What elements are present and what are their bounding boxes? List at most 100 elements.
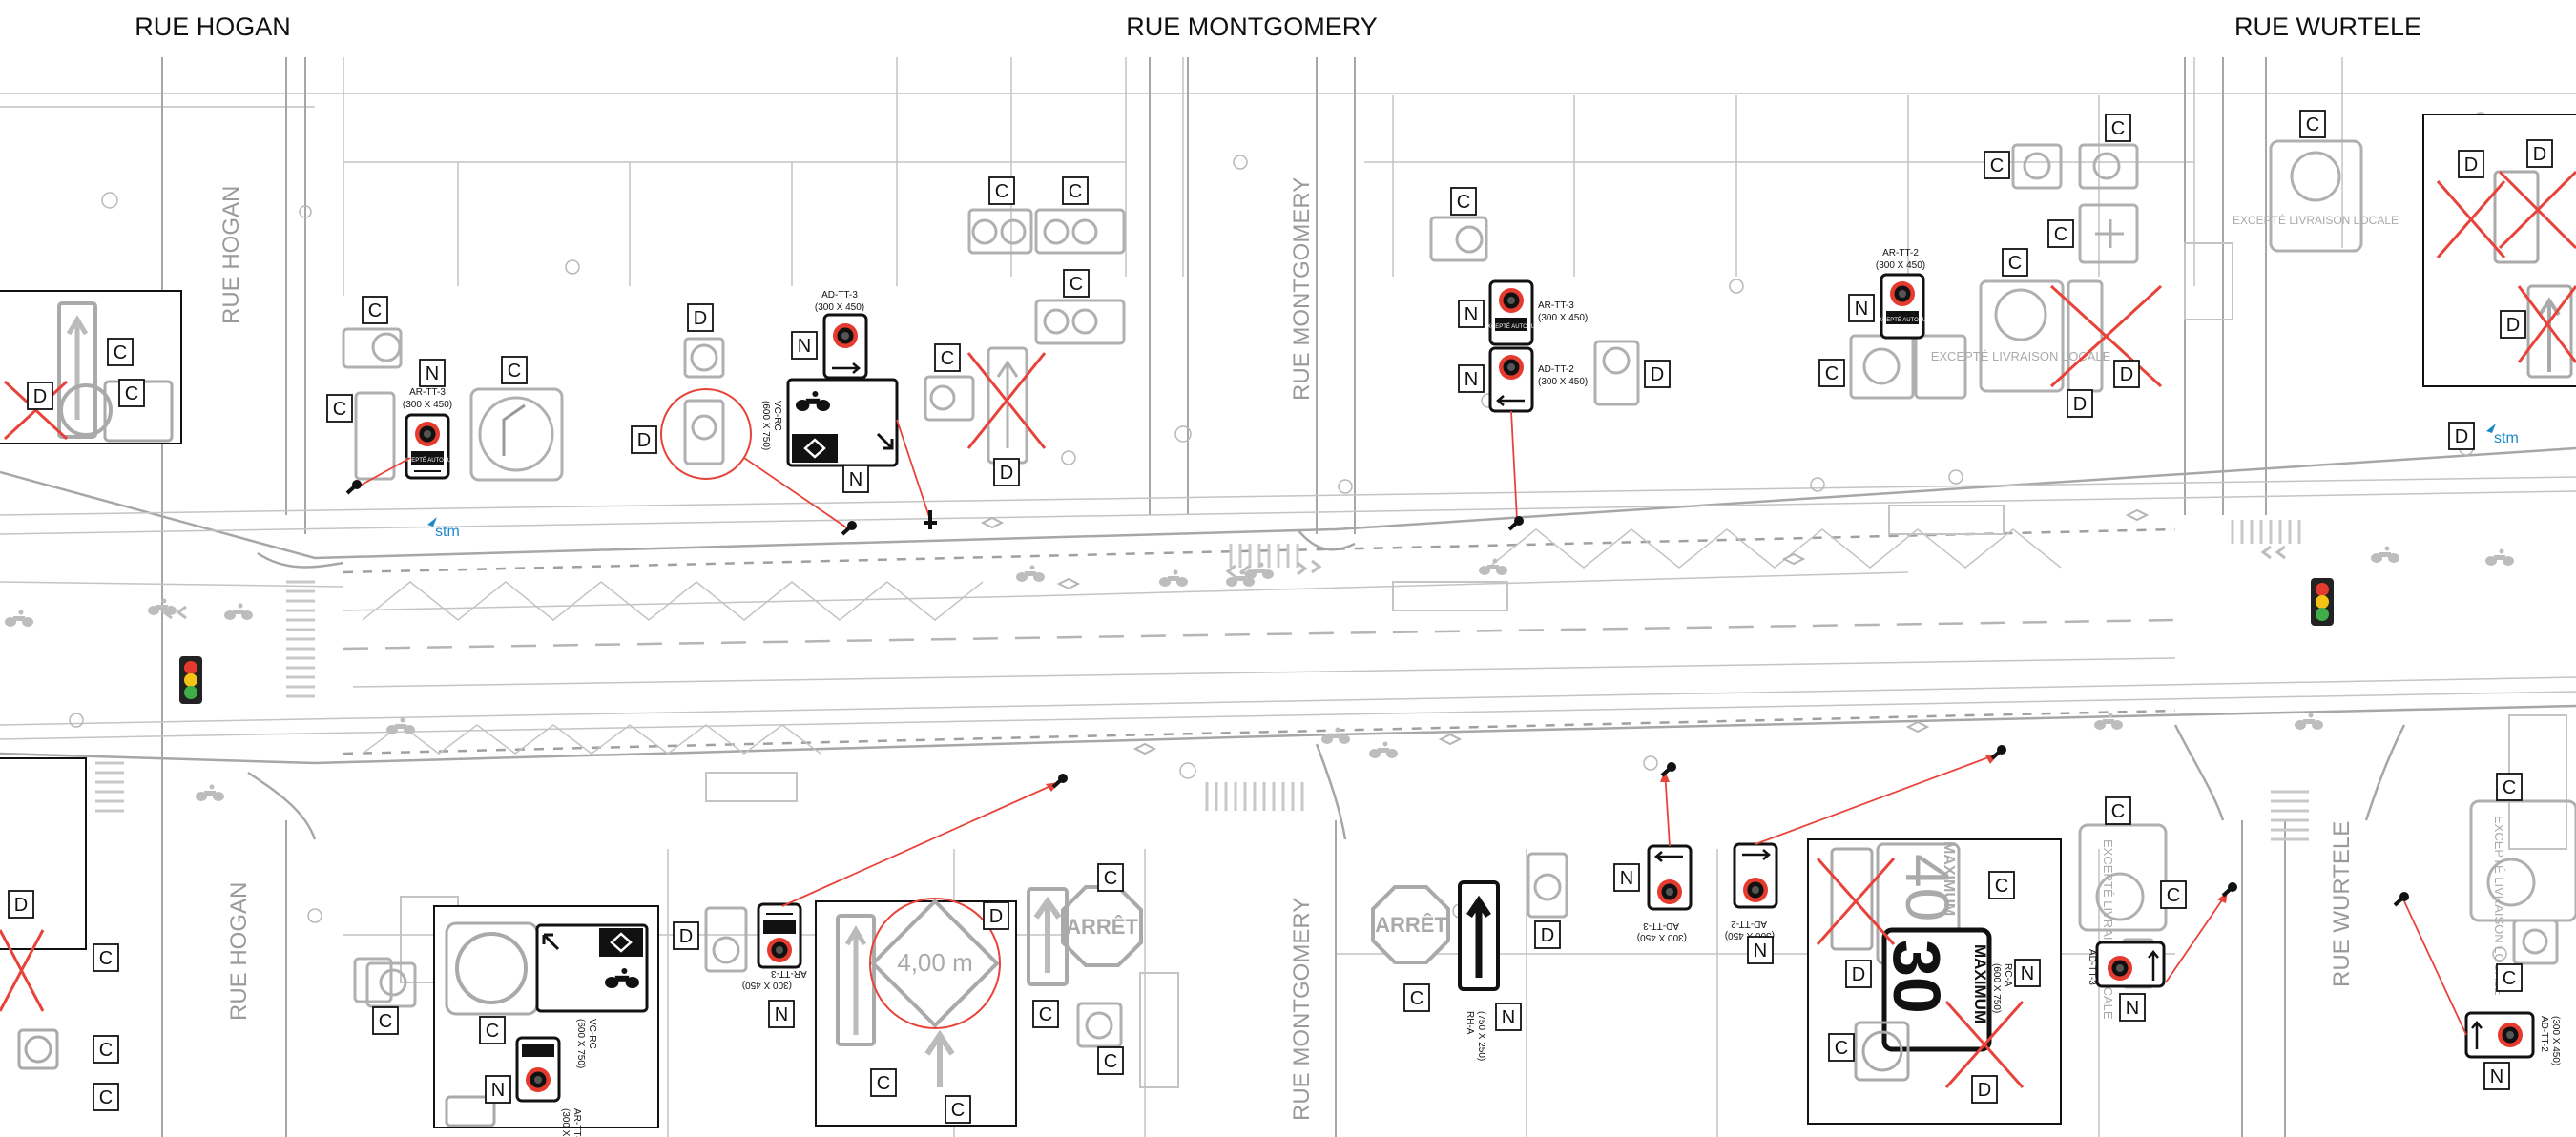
sign-label: AD-TT-2 [1731,919,1767,929]
street-label-montgomery-bottom: RUE MONTGOMERY [1289,898,1315,1121]
status-tag-conserve: C [479,1016,506,1044]
status-tag-displace: D [673,921,699,950]
status-tag-label: D [1852,964,1865,985]
sign-label: (300 X 450) [1538,377,1588,387]
status-tag-label: C [99,948,113,969]
status-tag-label: C [877,1073,890,1094]
status-tag-label: N [426,363,439,384]
status-tag-label: D [1541,925,1554,946]
status-tag-conserve: C [93,943,119,972]
status-tag-conserve: C [870,1068,897,1097]
sign-text: EXCEPTÉ LIVRAISON LOCALE [2233,213,2399,227]
status-tag-new: N [485,1075,511,1104]
status-tag-displace: D [687,303,714,332]
status-tag-conserve: C [2160,880,2187,909]
status-tag-label: D [2506,315,2520,336]
stop-sign-icon [1371,885,1450,964]
status-tag-displace: D [2448,422,2475,450]
sign-label: AD-TT-3 [1643,920,1679,931]
status-tag-label: N [1465,304,1478,325]
status-tag-label: C [1995,876,2008,897]
status-tag-label: N [1620,868,1633,889]
status-tag-displace: D [631,425,657,454]
status-tag-label: C [2111,118,2125,139]
status-tag-label: C [99,1040,113,1061]
sign-label: (600 X 750) [760,401,771,450]
status-tag-conserve: C [1032,1000,1059,1028]
sign-label: RH-A [1465,1011,1475,1035]
street-label-hogan-top: RUE HOGAN [218,186,244,324]
status-tag-displace: D [2526,139,2553,168]
status-tag-label: D [2533,144,2546,165]
relocation-circle [660,388,752,480]
status-tag-displace: D [993,458,1020,486]
status-tag-label: C [1104,1051,1117,1072]
sign-label: (300 X 450) [815,302,864,313]
status-tag-label: N [849,469,862,490]
svg-text:stm: stm [435,524,460,540]
sign-label: (600 X 750) [1991,963,2002,1013]
status-tag-label: C [2111,801,2125,822]
status-tag-label: C [508,361,521,382]
status-tag-displace: D [2458,150,2484,178]
detail-box-wurtele-top [2422,114,2576,387]
status-tag-conserve: C [1062,176,1089,205]
sign-text: 30 [1880,940,1954,1014]
status-tag-label: N [1754,941,1767,961]
status-tag-label: N [1855,299,1868,320]
status-tag-displace: D [27,382,53,410]
detail-box-clearance [815,898,1017,1127]
status-tag-label: C [368,300,382,321]
status-tag-conserve: C [2496,773,2523,801]
status-tag-conserve: C [362,296,388,324]
status-tag-label: C [1070,274,1083,295]
status-tag-label: C [2503,968,2516,989]
existing-sign-group [342,208,1126,482]
traffic-signal-icon [2311,578,2334,626]
sign-text: EXCEPTÉ LIVRAISON LOCALE [1931,349,2111,363]
status-tag-new: N [842,465,869,493]
status-tag-label: N [2490,1066,2503,1087]
status-tag-label: D [1651,364,1664,385]
status-tag-label: C [114,342,127,363]
status-tag-displace: D [2067,389,2093,418]
status-tag-conserve: C [1063,269,1090,298]
sign-text: 40 [1893,854,1962,921]
status-tag-displace: D [983,901,1009,930]
status-tag-label: C [1410,988,1423,1009]
stop-sign-icon [1061,885,1143,967]
status-tag-conserve: C [988,176,1015,205]
background-linework [0,57,2576,1137]
svg-text:EXCEPTÉ AUTOBUS: EXCEPTÉ AUTOBUS [1484,323,1539,330]
status-tag-new: N [791,331,818,360]
new-sign-rh-a [1458,880,1500,991]
status-tag-new: N [2483,1062,2510,1090]
status-tag-label: C [379,1011,392,1032]
detail-box-hogan-left [0,290,182,444]
status-tags: C C D C C N C D D N N C C C C D C N N D N C C C C C D D C D D D D D C C C C C N… [8,110,2553,1124]
stm-logo-icon: stm [2486,424,2519,446]
sign-label: (300 X 450) [742,980,792,990]
status-tag-label: C [2306,114,2319,135]
status-tag-label: C [2008,253,2022,274]
sign-label: AD-TT-2 [1538,364,1574,375]
sign-text: EXCEPTÉ LIVRAISON LOCALE [2101,839,2115,1020]
status-tag-conserve: C [372,1006,399,1035]
sign-label: (600 X 750) [575,1019,586,1068]
status-tag-displace: D [1971,1075,1998,1104]
status-tag-label: C [1069,181,1082,202]
street-header-montgomery: RUE MONTGOMERY [1126,12,1378,41]
street-label-wurtele-bottom: RUE WURTELE [2329,821,2355,987]
status-tag-label: C [99,1087,113,1108]
status-tag-conserve: C [93,1083,119,1111]
status-tag-new: N [1458,364,1485,393]
new-sign-vc-rc-top [786,378,899,467]
new-sign-ad-tt3-wurtele [2095,941,2166,988]
status-tag-new: N [1848,294,1875,322]
sign-label: (750 X 250) [1476,1011,1486,1061]
existing-sign-group [1076,852,1568,1048]
status-tag-label: C [1104,868,1117,889]
sign-pole-markers [345,478,2411,907]
status-tag-label: C [1039,1004,1052,1025]
status-tag-conserve: C [501,356,528,384]
